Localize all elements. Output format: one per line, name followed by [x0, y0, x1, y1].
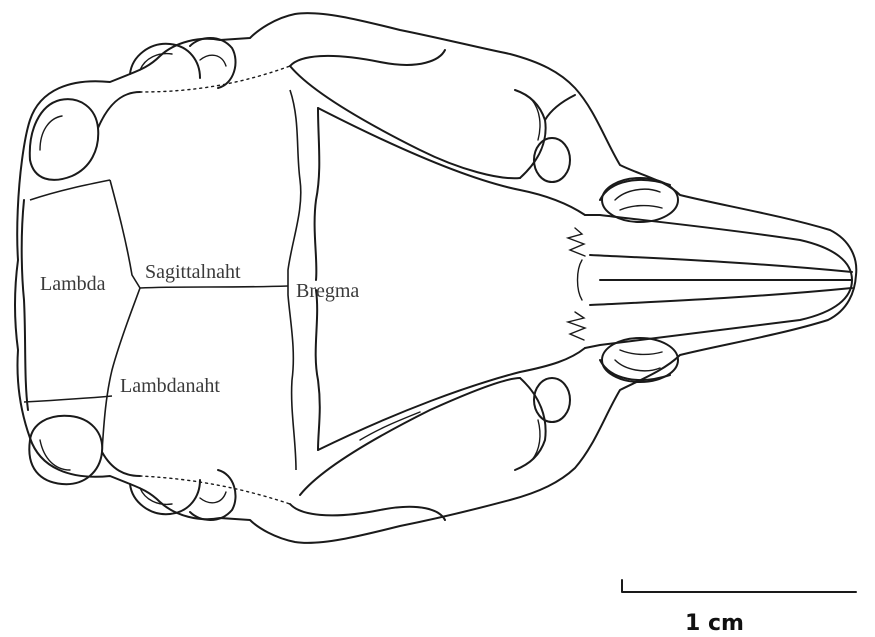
zygomatic-arch-bottom: [290, 378, 570, 520]
auditory-bulla-bottom: [130, 470, 236, 520]
label-sagittalnaht: Sagittalnaht: [145, 261, 241, 283]
premaxilla-top: [600, 178, 678, 222]
label-lambdanaht: Lambdanaht: [120, 375, 220, 397]
premaxilla-bottom: [600, 338, 678, 382]
frontal-bone: [315, 108, 585, 450]
rostrum: [568, 215, 852, 348]
scale-bar: 1 cm: [622, 580, 856, 636]
scale-bar-label: 1 cm: [685, 611, 744, 636]
lambdoid-suture: [24, 180, 140, 452]
parietal-bones: [98, 66, 290, 504]
sagittal-suture: [140, 286, 288, 288]
label-lambda: Lambda: [40, 273, 106, 295]
auditory-bulla-top: [130, 38, 236, 88]
label-bregma: Bregma: [296, 280, 359, 302]
